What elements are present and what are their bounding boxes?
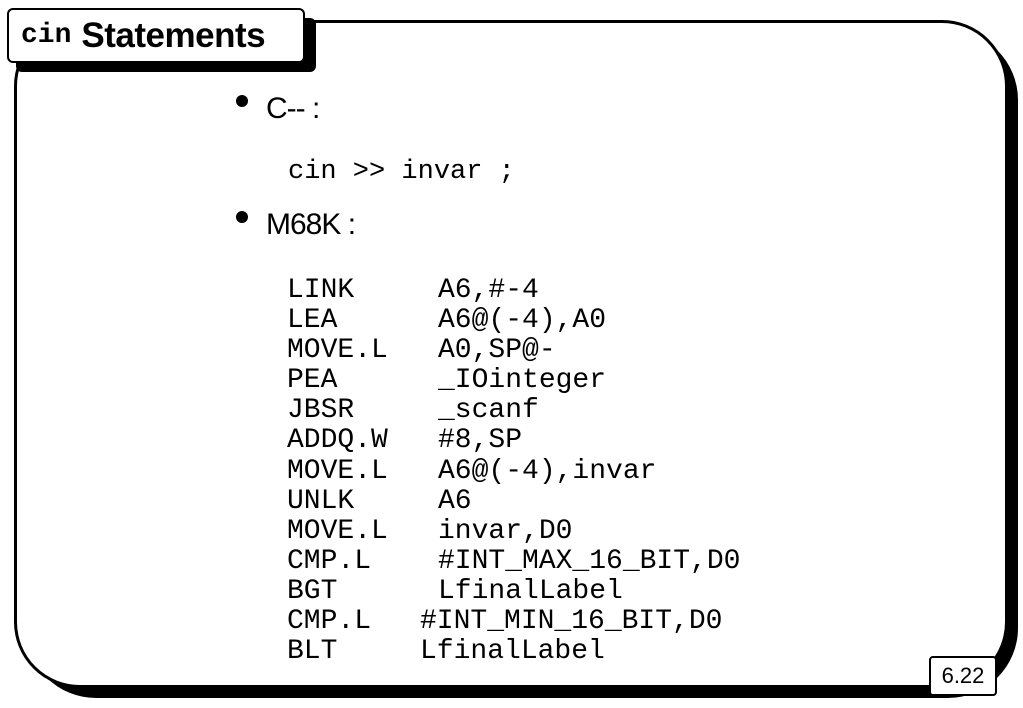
assembly-opcode: LINK — [287, 275, 355, 306]
assembly-opcode: PEA — [287, 365, 338, 397]
bullet-label: M68K : — [266, 208, 356, 241]
bullet-m68k: M68K : — [236, 208, 356, 242]
assembly-opcode: MOVE.L — [287, 335, 388, 367]
assembly-operand: A0,SP@- — [438, 335, 556, 367]
assembly-opcode: BLT — [287, 636, 338, 668]
assembly-operand: LfinalLabel — [420, 636, 605, 668]
assembly-operand: #INT_MAX_16_BIT,D0 — [438, 545, 741, 577]
assembly-opcode: CMP.L — [287, 606, 372, 638]
assembly-operand: #8,SP — [438, 425, 523, 457]
assembly-opcode: JBSR — [287, 395, 355, 427]
slide-frame — [14, 20, 1008, 688]
assembly-opcode: ADDQ.W — [287, 425, 388, 457]
assembly-opcode: MOVE.L — [287, 515, 388, 547]
assembly-operand: A6,#-4 — [438, 275, 539, 306]
title-text: Statements — [81, 15, 266, 55]
assembly-opcode: LEA — [287, 305, 338, 337]
assembly-operand: A6@(-4),A0 — [438, 305, 607, 337]
assembly-operand: LfinalLabel — [438, 575, 623, 607]
bullet-icon — [236, 95, 248, 107]
assembly-operand: _scanf — [438, 395, 539, 427]
bullet-label: C-- : — [266, 92, 320, 125]
assembly-opcode: UNLK — [287, 485, 355, 517]
assembly-operand: #INT_MIN_16_BIT,D0 — [420, 606, 723, 638]
slide-number: 6.22 — [929, 656, 997, 696]
assembly-operand: A6 — [438, 485, 472, 517]
assembly-opcode: CMP.L — [287, 545, 372, 577]
cin-code-line: cin >> invar ; — [288, 157, 515, 187]
slide-title: cin Statements — [7, 8, 305, 63]
assembly-operand: A6@(-4),invar — [438, 455, 657, 487]
assembly-opcode: MOVE.L — [287, 455, 388, 487]
assembly-opcode: BGT — [287, 575, 338, 607]
bullet-c-minus-minus: C-- : — [236, 92, 320, 126]
title-keyword: cin — [21, 20, 72, 51]
assembly-operand: invar,D0 — [438, 515, 573, 547]
bullet-icon — [236, 211, 248, 223]
assembly-operand: _IOinteger — [438, 365, 607, 397]
